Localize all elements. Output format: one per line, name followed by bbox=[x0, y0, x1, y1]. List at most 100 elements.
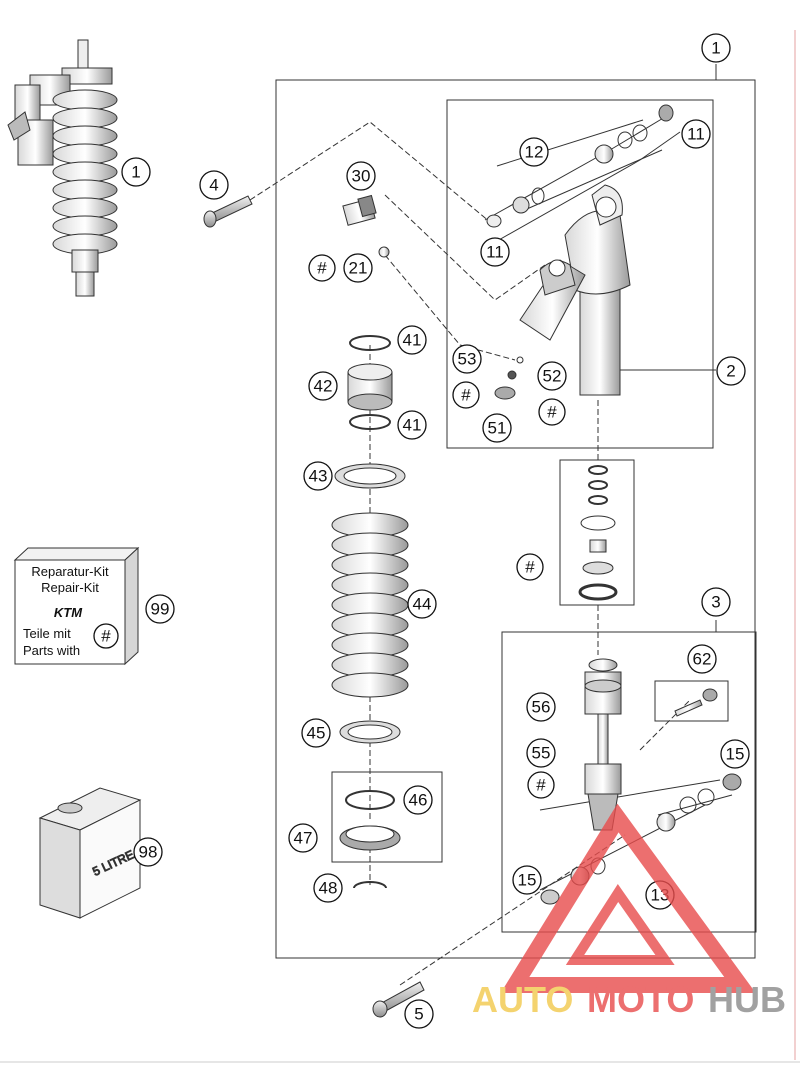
watermark-auto: AUTO bbox=[472, 979, 573, 1020]
callout-hash-52: # bbox=[538, 398, 566, 426]
callout-hash-21: # bbox=[308, 254, 336, 282]
shock-body-frame bbox=[446, 99, 714, 449]
svg-text:41: 41 bbox=[403, 331, 422, 350]
callout-15-left: 15 bbox=[512, 865, 542, 895]
callout-51: 51 bbox=[482, 413, 512, 443]
svg-text:43: 43 bbox=[309, 467, 328, 486]
piston-rod-illustration bbox=[584, 658, 622, 831]
seal-kit-illustration bbox=[578, 465, 618, 601]
svg-text:3: 3 bbox=[711, 593, 720, 612]
callout-46: 46 bbox=[403, 785, 433, 815]
svg-text:#: # bbox=[547, 403, 557, 422]
repair-kit-line1: Reparatur-Kit bbox=[31, 564, 109, 579]
svg-text:99: 99 bbox=[151, 600, 170, 619]
spring-seat-45-illustration bbox=[339, 720, 401, 744]
svg-text:2: 2 bbox=[726, 362, 735, 381]
svg-text:48: 48 bbox=[319, 879, 338, 898]
callout-hash-51: # bbox=[452, 381, 480, 409]
callout-5: 5 bbox=[404, 999, 434, 1029]
callout-15-right: 15 bbox=[720, 739, 750, 769]
callout-11-top: 11 bbox=[681, 119, 711, 149]
spring-44-illustration bbox=[331, 512, 409, 698]
oil-can: 5 LITRE bbox=[38, 787, 142, 919]
svg-text:15: 15 bbox=[518, 871, 537, 890]
spring-adjuster-41-42-illustration bbox=[349, 335, 391, 430]
svg-text:#: # bbox=[317, 259, 327, 278]
watermark-logo: AUTO MOTO HUB bbox=[472, 803, 786, 1020]
valve-frame bbox=[654, 680, 729, 722]
callout-21: 21 bbox=[343, 253, 373, 283]
svg-text:#: # bbox=[101, 627, 111, 646]
svg-text:51: 51 bbox=[488, 419, 507, 438]
svg-text:11: 11 bbox=[486, 243, 504, 262]
adjuster-30-illustration bbox=[342, 194, 377, 226]
callout-hash-kit: # bbox=[93, 623, 119, 649]
complete-shock-illustration bbox=[7, 39, 118, 297]
spring-seat-frame bbox=[331, 771, 443, 863]
repair-kit-line2: Repair-Kit bbox=[41, 580, 99, 595]
svg-text:1: 1 bbox=[711, 39, 720, 58]
repair-kit-line4: Parts with bbox=[23, 643, 80, 658]
bushings-11-12-illustration bbox=[486, 104, 674, 228]
seal-51-53-illustration bbox=[494, 356, 524, 400]
svg-text:46: 46 bbox=[409, 791, 428, 810]
svg-text:5: 5 bbox=[414, 1005, 423, 1024]
callout-53: 53 bbox=[452, 344, 482, 374]
svg-text:55: 55 bbox=[532, 744, 551, 763]
svg-text:#: # bbox=[525, 558, 535, 577]
washer-21-illustration bbox=[378, 246, 390, 258]
repair-kit-box: Reparatur-Kit Repair-Kit KTM Teile mit P… bbox=[13, 546, 140, 666]
callout-56: 56 bbox=[526, 692, 556, 722]
piston-rod-frame bbox=[501, 631, 757, 933]
callout-41-top: 41 bbox=[397, 325, 427, 355]
svg-text:12: 12 bbox=[525, 143, 544, 162]
svg-text:15: 15 bbox=[726, 745, 745, 764]
callout-99: 99 bbox=[145, 594, 175, 624]
svg-text:45: 45 bbox=[307, 724, 326, 743]
shock-body-2-illustration bbox=[519, 184, 631, 396]
callouts: 1 1 2 3 4 5 11 11 12 13 15 15 21 30 41 4… bbox=[93, 33, 750, 1029]
svg-text:98: 98 bbox=[139, 843, 158, 862]
svg-text:#: # bbox=[536, 776, 546, 795]
callout-3: 3 bbox=[701, 587, 731, 617]
svg-text:4: 4 bbox=[209, 176, 218, 195]
callout-55: 55 bbox=[526, 738, 556, 768]
svg-text:53: 53 bbox=[458, 350, 477, 369]
callout-hash-sealkit: # bbox=[516, 553, 544, 581]
watermark-hub: HUB bbox=[708, 979, 786, 1020]
seat-47-illustration bbox=[339, 825, 401, 851]
bolt-4-illustration bbox=[203, 195, 253, 228]
callout-30: 30 bbox=[346, 161, 376, 191]
svg-text:#: # bbox=[461, 386, 471, 405]
callout-2: 2 bbox=[716, 356, 746, 386]
callout-47: 47 bbox=[288, 823, 318, 853]
callout-12: 12 bbox=[519, 137, 549, 167]
callout-45: 45 bbox=[301, 718, 331, 748]
svg-text:44: 44 bbox=[413, 595, 432, 614]
valve-62-illustration bbox=[674, 688, 718, 717]
svg-text:62: 62 bbox=[693, 650, 712, 669]
svg-text:56: 56 bbox=[532, 698, 551, 717]
svg-text:21: 21 bbox=[349, 259, 368, 278]
svg-text:41: 41 bbox=[403, 416, 422, 435]
callout-11-mid: 11 bbox=[480, 237, 510, 267]
seal-kit-frame bbox=[559, 459, 635, 606]
clip-48-illustration bbox=[353, 881, 387, 889]
ring-46-illustration bbox=[345, 790, 395, 810]
svg-text:42: 42 bbox=[314, 377, 333, 396]
repair-kit-line3: Teile mit bbox=[23, 626, 71, 641]
bolt-5-illustration bbox=[372, 981, 425, 1018]
callout-42: 42 bbox=[308, 371, 338, 401]
svg-text:1: 1 bbox=[131, 163, 140, 182]
svg-text:47: 47 bbox=[294, 829, 313, 848]
ktm-logo: KTM bbox=[54, 605, 83, 620]
spring-seat-43-illustration bbox=[334, 463, 406, 489]
adjuster-nut-42-illustration bbox=[347, 363, 393, 411]
callout-98: 98 bbox=[133, 837, 163, 867]
callout-43: 43 bbox=[303, 461, 333, 491]
svg-text:11: 11 bbox=[687, 125, 705, 144]
callout-62: 62 bbox=[687, 644, 717, 674]
callout-4: 4 bbox=[199, 170, 229, 200]
main-assembly-frame bbox=[275, 79, 756, 959]
